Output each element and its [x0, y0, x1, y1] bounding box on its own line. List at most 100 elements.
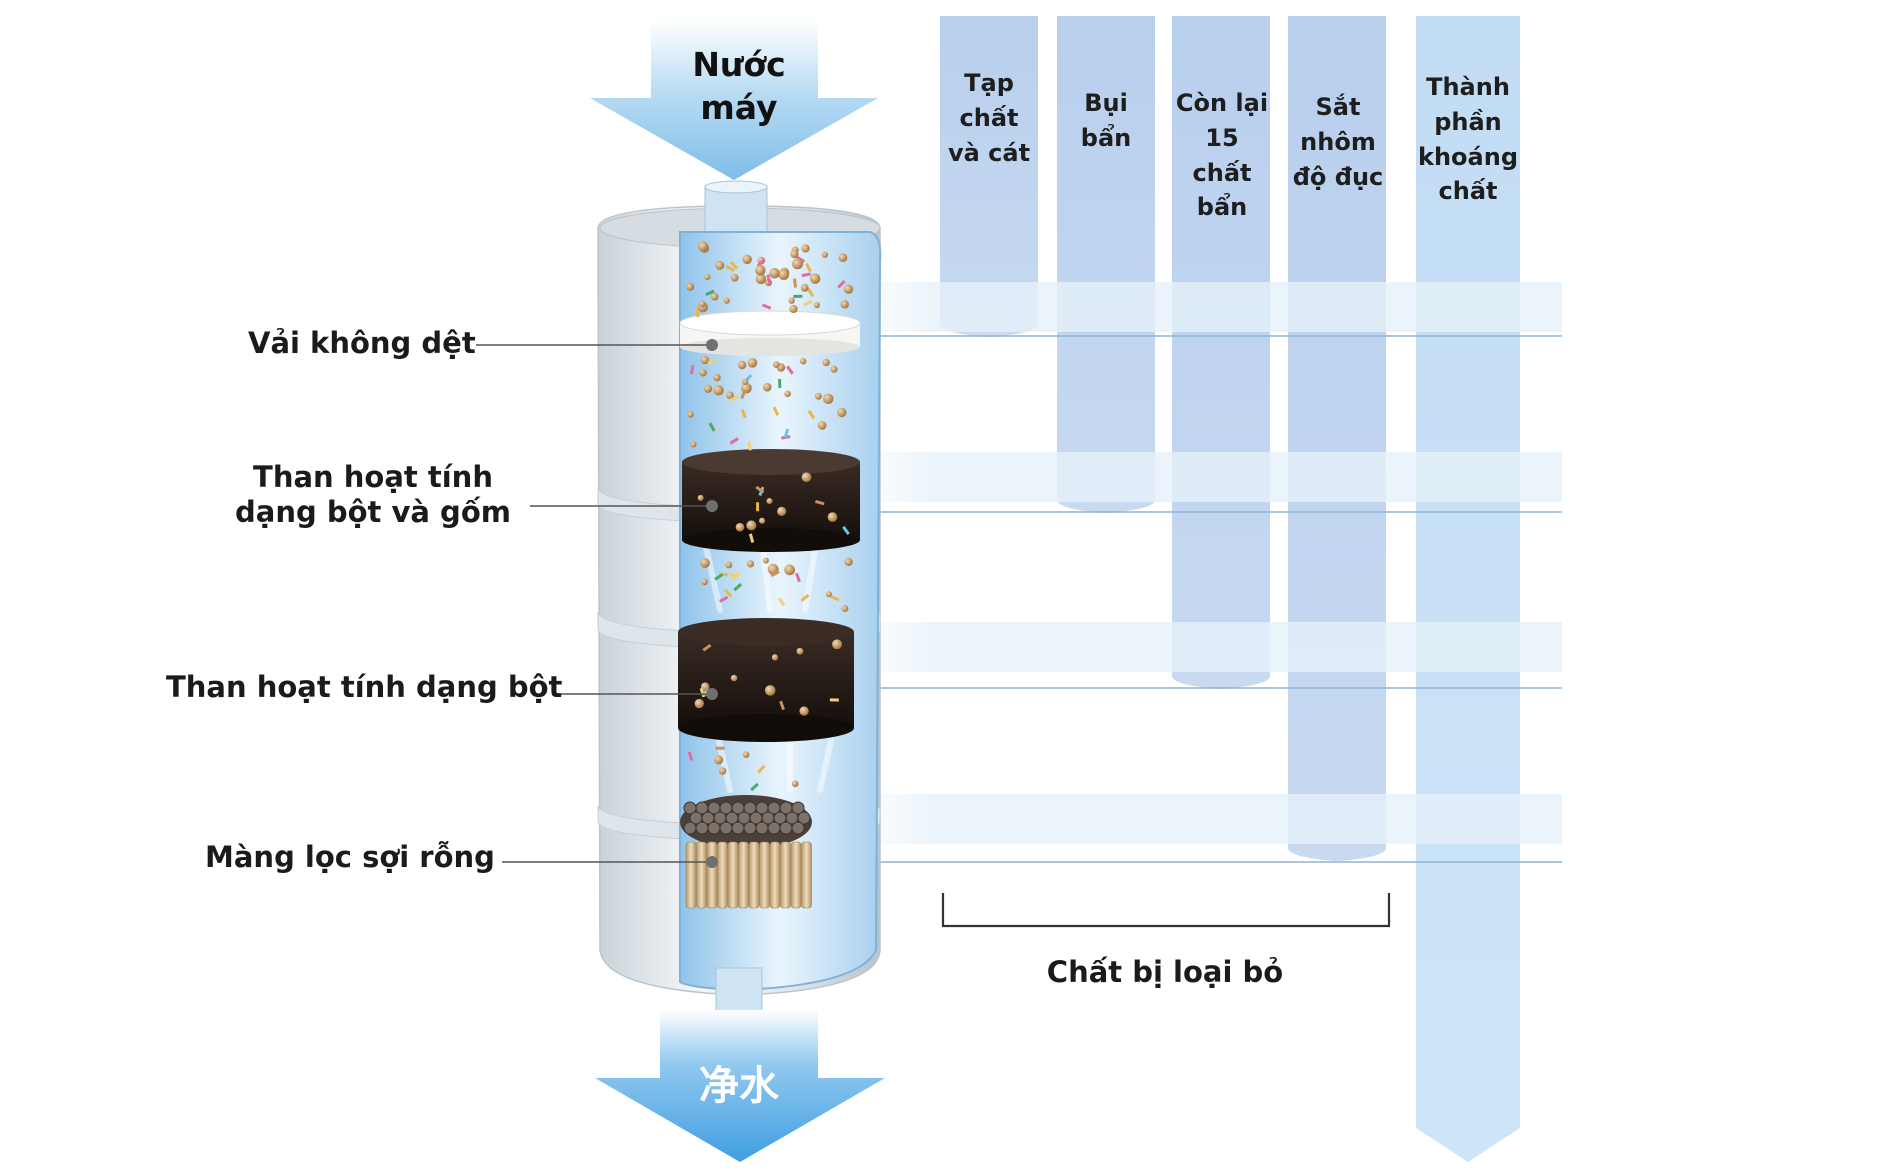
particle-flake: [757, 764, 766, 774]
particle-bead: [789, 304, 798, 314]
particle-bead: [832, 639, 843, 650]
level-band-3: [868, 794, 1562, 844]
particle-flake: [772, 406, 780, 416]
fiber-end: [797, 811, 811, 825]
particle-flake: [793, 294, 803, 299]
particle-bead: [710, 292, 719, 301]
particle-bead: [840, 300, 849, 309]
particle-flake: [748, 533, 755, 543]
removed-substances-label: Chất bị loại bỏ: [1046, 955, 1284, 989]
particle-bead: [799, 357, 807, 365]
column-header-minerals: Thành phần khoáng chất: [1418, 73, 1518, 206]
particle-bead: [817, 421, 827, 430]
particle-flake: [778, 378, 782, 389]
particle-flake: [830, 594, 840, 602]
particle-flake: [783, 428, 790, 439]
particle-bead: [726, 391, 734, 400]
particle-bead: [730, 674, 738, 682]
fiber-end: [755, 821, 769, 835]
fiber-tube: [685, 841, 697, 909]
particle-bead: [713, 373, 721, 382]
particle-flake: [807, 287, 815, 298]
particle-bead: [755, 273, 767, 285]
fiber-end: [719, 821, 733, 835]
particle-bead: [823, 393, 834, 405]
particle-bead: [762, 557, 769, 564]
leader-dots: [706, 339, 718, 868]
particle-bead: [704, 274, 711, 281]
particle-bead: [838, 253, 848, 263]
particle-bead: [703, 384, 713, 393]
particle-flake: [715, 746, 725, 750]
particle-flake: [795, 572, 801, 583]
particle-bead: [735, 522, 745, 532]
particle-flake: [729, 260, 739, 270]
particle-bead: [725, 561, 733, 569]
particle-flake: [837, 280, 846, 289]
particle-bead: [827, 512, 838, 522]
nonwoven-fabric-disc: [679, 310, 861, 356]
leader-lines: [476, 344, 712, 863]
particle-flake: [805, 262, 812, 273]
particle-flake: [695, 307, 700, 318]
particle-bead: [764, 685, 776, 696]
outlet-arrow: [595, 1010, 885, 1162]
particle-flake: [786, 365, 794, 375]
particle-bead: [741, 378, 749, 385]
fiber-end: [695, 821, 709, 835]
particle-bead: [813, 301, 820, 309]
fiber-tube: [780, 841, 791, 909]
particle-bead: [843, 284, 854, 294]
particle-bead: [730, 273, 739, 282]
particle-bead: [762, 382, 772, 392]
particle-flake: [714, 573, 724, 581]
particle-bead: [694, 698, 704, 709]
fiber-end: [683, 821, 697, 835]
fiber-end: [791, 821, 805, 835]
impurity-particles: [686, 241, 854, 792]
particle-flake: [708, 422, 716, 432]
particle-bead: [825, 591, 833, 598]
particle-bead: [788, 297, 795, 304]
fiber-tube: [759, 841, 770, 909]
particle-bead: [700, 355, 710, 365]
particle-bead: [784, 564, 795, 576]
column-header-sand: Tạp chất và cát: [947, 69, 1031, 167]
particle-bead: [778, 269, 790, 281]
level-band-1: [868, 452, 1562, 502]
particle-bead: [814, 392, 822, 400]
particle-bead: [697, 494, 704, 501]
particle-flake: [770, 570, 780, 578]
fiber-tube: [748, 841, 760, 909]
layer-label-carbon-ceramic: Than hoạt tính dạng bột và gốm: [235, 460, 511, 530]
particle-bead: [799, 706, 809, 716]
fiber-tube: [738, 841, 749, 909]
particle-bead: [698, 241, 709, 252]
particle-bead: [715, 260, 725, 270]
particle-flake: [750, 782, 759, 792]
particle-flake: [740, 408, 747, 419]
particle-flake: [719, 595, 729, 603]
carbon-ceramic-block: [682, 449, 860, 552]
particle-flake: [747, 441, 752, 451]
particle-bead: [766, 497, 773, 505]
fiber-tube: [801, 841, 812, 909]
particle-bead: [769, 267, 780, 279]
fiber-tube: [706, 841, 718, 909]
particle-flake: [707, 357, 717, 365]
hollow-fiber-bundle: [680, 795, 812, 909]
level-band-2: [868, 622, 1562, 672]
particle-bead: [841, 605, 849, 613]
particle-flake: [756, 258, 766, 267]
particle-flake: [702, 643, 712, 652]
particle-bead: [714, 755, 724, 765]
particle-flake: [725, 264, 735, 272]
particle-flake: [800, 593, 810, 602]
particle-bead: [796, 647, 804, 655]
particle-flake: [777, 597, 786, 607]
fiber-tube: [717, 841, 728, 909]
particle-flake: [724, 588, 733, 598]
filter-cartridge: [597, 180, 882, 1013]
particle-bead: [792, 258, 803, 270]
fiber-end: [731, 821, 745, 835]
